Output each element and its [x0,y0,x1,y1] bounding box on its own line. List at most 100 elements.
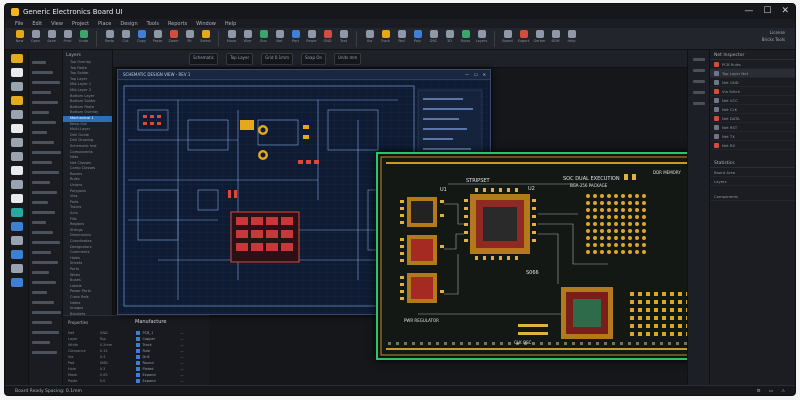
layer-row[interactable]: Vias [70,194,78,199]
panel-icon[interactable]: ▭ [768,389,773,394]
close-button[interactable]: ✕ [781,6,789,16]
toolbar-button-print[interactable]: Print [61,30,74,47]
layer-row[interactable]: Bottom Layer [70,93,95,98]
layer-row[interactable]: Notes [70,300,81,305]
toolbar-button-rules[interactable]: Rules [459,30,472,47]
layer-row[interactable]: Polygons [70,188,86,193]
tree-item[interactable] [32,341,50,344]
toolbar-button-3d[interactable]: 3D [443,30,456,47]
tree-item[interactable] [32,321,52,324]
layer-row[interactable]: Dimensions [70,233,91,238]
layer-row[interactable]: Power Ports [70,289,92,294]
toolbar-button-poly[interactable]: Poly [411,30,424,47]
layer-row[interactable]: Components [70,149,93,154]
tree-item[interactable] [32,351,57,354]
menu-item-tools[interactable]: Tools [146,20,159,27]
layer-row[interactable]: Cross Refs [70,294,89,299]
tree-item[interactable] [32,241,60,244]
report-icon[interactable] [11,194,23,203]
strip-handle[interactable] [693,91,705,94]
layer-row[interactable]: Top Overlay [70,60,92,64]
menu-item-project[interactable]: Project [71,20,90,27]
toolbar-button-export[interactable]: Export [517,30,530,47]
tree-item[interactable] [32,81,60,84]
layer-row[interactable]: Mechanical 1 [63,115,112,122]
toolbar-button-open[interactable]: Open [29,30,42,47]
document-selector[interactable]: Schematic [189,52,218,65]
net-row[interactable]: Net VCC [710,96,795,105]
menu-item-help[interactable]: Help [224,20,237,27]
menu-item-design[interactable]: Design [120,20,138,27]
layer-row[interactable]: Drill Drawing [70,138,94,143]
menu-item-place[interactable]: Place [98,20,112,27]
layer-row[interactable]: Unions [70,183,83,188]
units-selector[interactable]: Units mm [334,52,362,65]
menu-item-edit[interactable]: Edit [32,20,43,27]
check-icon[interactable] [11,264,23,273]
net-row[interactable]: Net CLK [710,105,795,114]
document-icon[interactable] [11,124,23,133]
grid-selector[interactable]: Grid 0.1mm [261,52,293,65]
layer-row[interactable]: Wires [70,272,80,277]
toolbar-button-paste[interactable]: Paste [151,30,164,47]
layer-row[interactable]: Multi-Layer [70,127,91,132]
layer-selector[interactable]: Top Layer [225,52,254,65]
net-row[interactable]: Net TX [710,132,795,141]
tree-item[interactable] [32,151,61,154]
tree-item[interactable] [32,261,58,264]
pcb-window[interactable]: U1 STRIPSET U2 SOC DUAL EXECUTION BGA-25… [376,152,717,360]
maximize-button[interactable]: ☐ [763,6,772,16]
tree-item[interactable] [32,311,61,314]
warning-icon[interactable]: ⚠ [780,389,785,394]
strip-handle[interactable] [693,58,705,61]
toolbar-button-new[interactable]: New [13,30,26,47]
menu-item-view[interactable]: View [51,20,63,27]
toolbar-button-pad[interactable]: Pad [395,30,408,47]
layer-row[interactable]: Designators [70,244,92,249]
layer-row[interactable]: Schematic Inst [70,143,97,148]
toolbar-button-fit[interactable]: Fit [183,30,196,47]
toolbar-button-copy[interactable]: Copy [135,30,148,47]
tree-item[interactable] [32,141,54,144]
net-row[interactable]: Top Layer Net [710,69,795,78]
menu-item-reports[interactable]: Reports [167,20,188,27]
license-label[interactable]: License [769,30,785,35]
toolbar-button-save[interactable]: Save [45,30,58,47]
toolbar-button-cut[interactable]: Cut [119,30,132,47]
toolbar-button-zoom[interactable]: Zoom [167,30,180,47]
layer-row[interactable]: Holes [70,255,80,260]
tree-item[interactable] [32,211,55,214]
schematic-minimize-button[interactable]: — [465,72,470,77]
layer-row[interactable]: Rooms [70,171,83,176]
toolbar-button-net[interactable]: Net [273,30,286,47]
tree-item[interactable] [32,191,57,194]
layer-row[interactable]: Top Layer [70,76,88,81]
toolbar-button-text[interactable]: Text [337,30,350,47]
layer-row[interactable]: Mid-Layer 2 [70,87,92,92]
export-icon[interactable] [11,250,23,259]
tree-item[interactable] [32,181,50,184]
tree-item[interactable] [32,231,53,234]
toolbar-button-bom[interactable]: BOM [549,30,562,47]
menu-item-window[interactable]: Window [196,20,216,27]
strip-handle[interactable] [693,80,705,83]
tree-item[interactable] [32,91,51,94]
layer-row[interactable]: Drill Guide [70,132,89,137]
menu-item-file[interactable]: File [15,20,24,27]
layer-row[interactable]: Bottom Solder [70,99,96,104]
layer-row[interactable]: Comp Classes [70,166,96,171]
tree-item[interactable] [32,111,49,114]
layer-row[interactable]: Bottom Paste [70,104,95,109]
snap-selector[interactable]: Snap On [300,52,327,65]
layer-row[interactable]: Strings [70,227,83,232]
component-icon[interactable] [11,96,23,105]
toolbar-button-layers[interactable]: Layers [475,30,488,47]
tree-item[interactable] [32,61,46,64]
tree-item[interactable] [32,171,59,174]
layer-row[interactable]: Buses [70,278,81,283]
layer-row[interactable]: Top Solder [70,71,89,76]
toolbar-button-track[interactable]: Track [379,30,392,47]
